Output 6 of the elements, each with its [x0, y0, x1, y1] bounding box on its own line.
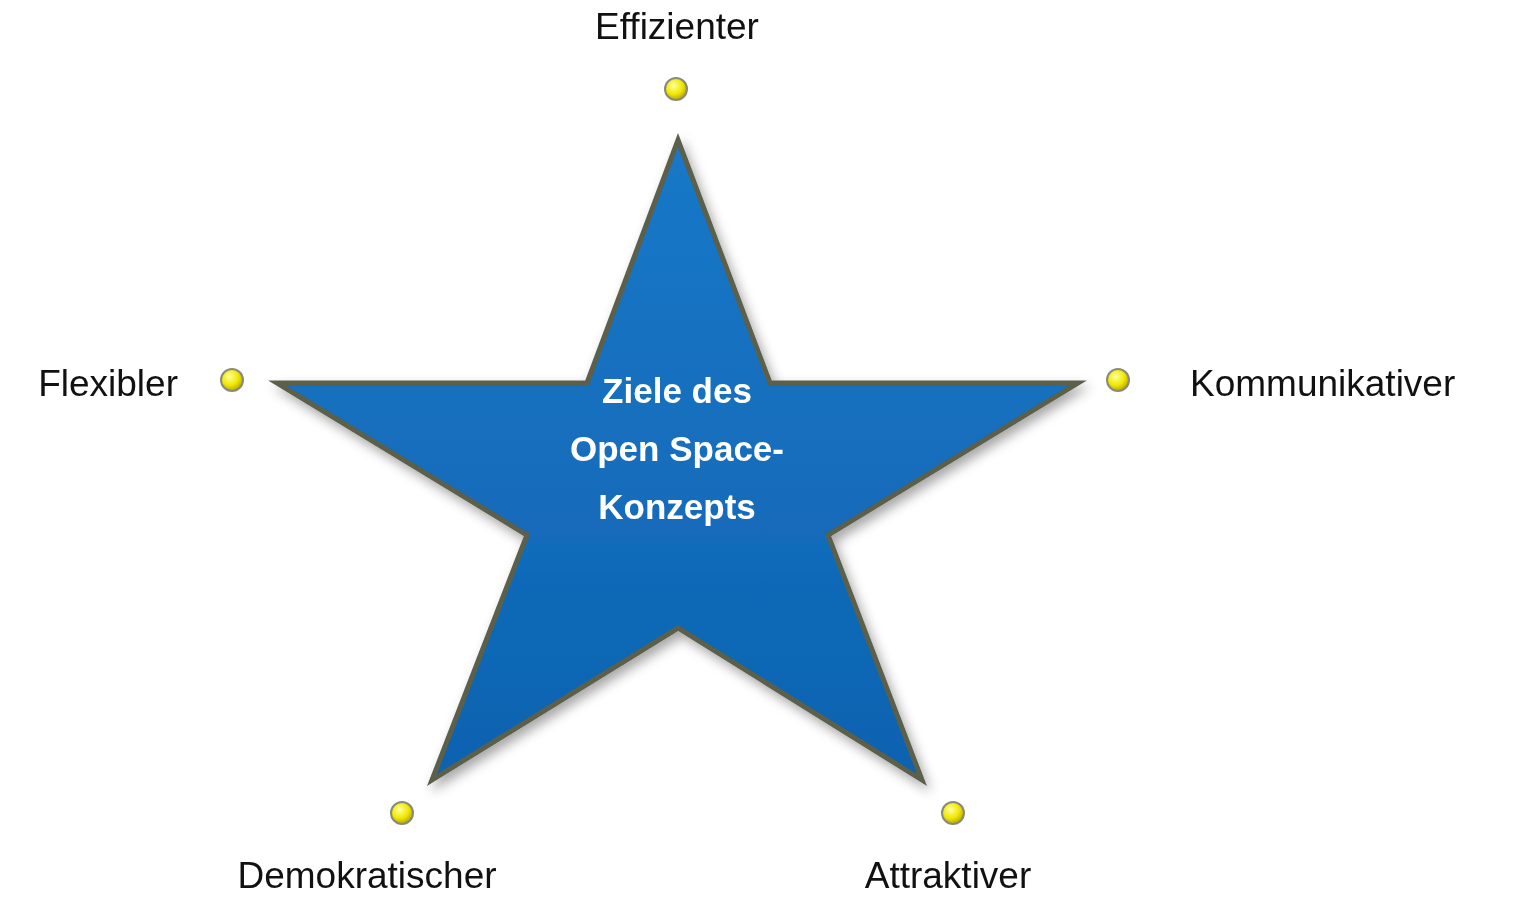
point-label: Demokratischer: [237, 854, 497, 897]
point-label: Attraktiver: [864, 854, 1032, 897]
point-label: Effizienter: [595, 5, 759, 49]
star-label: Ziele des Open Space-Konzepts: [569, 370, 785, 528]
point-label: Flexibler: [38, 362, 178, 406]
point-label: Kommunikativer: [1190, 362, 1456, 406]
